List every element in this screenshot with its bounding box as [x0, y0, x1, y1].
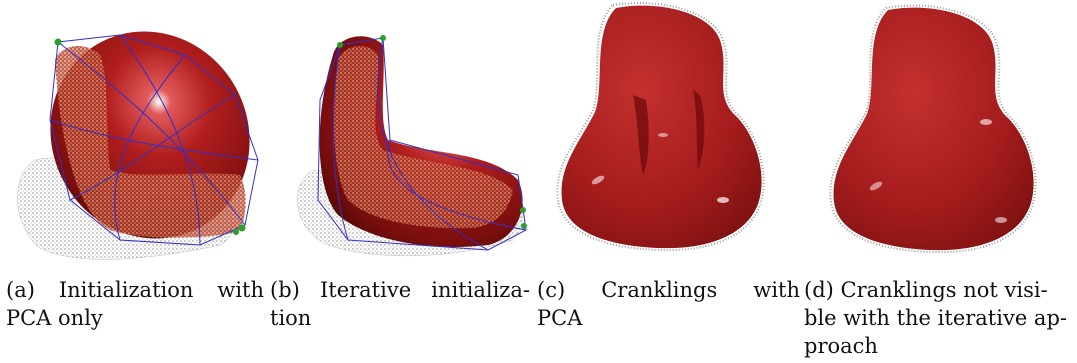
- highlight: [717, 197, 729, 203]
- highlight: [658, 133, 668, 137]
- panel-b-figure: [268, 0, 533, 270]
- control-point: [239, 225, 246, 232]
- caption-a: (a) Initialization with PCA only: [6, 276, 264, 332]
- superquadric-shape: [834, 8, 1034, 251]
- caption-line: (b) Iterative initializa-: [270, 276, 530, 304]
- caption-word: initializa-: [431, 276, 530, 304]
- caption-line: PCA only: [6, 304, 264, 332]
- caption-line: (a) Initialization with: [6, 276, 264, 304]
- caption-line: ble with the iterative ap-: [804, 304, 1074, 332]
- caption-line: (c) Cranklings with: [537, 276, 800, 304]
- caption-word: PCA only: [6, 304, 103, 332]
- caption-line: PCA: [537, 304, 800, 332]
- caption-word: (c): [537, 276, 565, 304]
- caption-line: proach: [804, 332, 1074, 360]
- panel-c-figure: [538, 0, 803, 270]
- caption-word: (d) Cranklings not visi-: [804, 276, 1048, 304]
- caption-word: Cranklings: [601, 276, 717, 304]
- highlight: [980, 119, 992, 125]
- control-point: [520, 207, 526, 213]
- control-point: [337, 42, 343, 48]
- panel-d-figure: [806, 0, 1071, 270]
- caption-d: (d) Cranklings not visi- ble with the it…: [804, 276, 1074, 360]
- panel-a: [0, 0, 265, 270]
- caption-c: (c) Cranklings with PCA: [537, 276, 800, 332]
- superquadric-shape: [562, 6, 762, 249]
- caption-line: tion: [270, 304, 530, 332]
- caption-word: proach: [804, 332, 878, 360]
- caption-word: (a): [6, 276, 35, 304]
- control-point: [233, 229, 239, 235]
- caption-word: PCA: [537, 304, 582, 332]
- control-point: [55, 39, 62, 46]
- caption-word: Iterative: [320, 276, 411, 304]
- caption-word: Initialization: [59, 276, 194, 304]
- caption-word: with: [753, 276, 800, 304]
- highlight: [995, 217, 1007, 223]
- control-point: [380, 35, 386, 41]
- caption-word: (b): [270, 276, 300, 304]
- caption-line: (d) Cranklings not visi-: [804, 276, 1074, 304]
- control-point: [521, 223, 527, 229]
- caption-word: ble with the iterative ap-: [804, 304, 1067, 332]
- caption-word: with: [217, 276, 264, 304]
- panel-d: [806, 0, 1071, 270]
- caption-b: (b) Iterative initializa- tion: [270, 276, 530, 332]
- panel-c: [538, 0, 803, 270]
- point-cloud-overlay: [334, 46, 513, 228]
- panel-a-figure: [0, 0, 265, 270]
- caption-word: tion: [270, 304, 311, 332]
- panel-b: [268, 0, 533, 270]
